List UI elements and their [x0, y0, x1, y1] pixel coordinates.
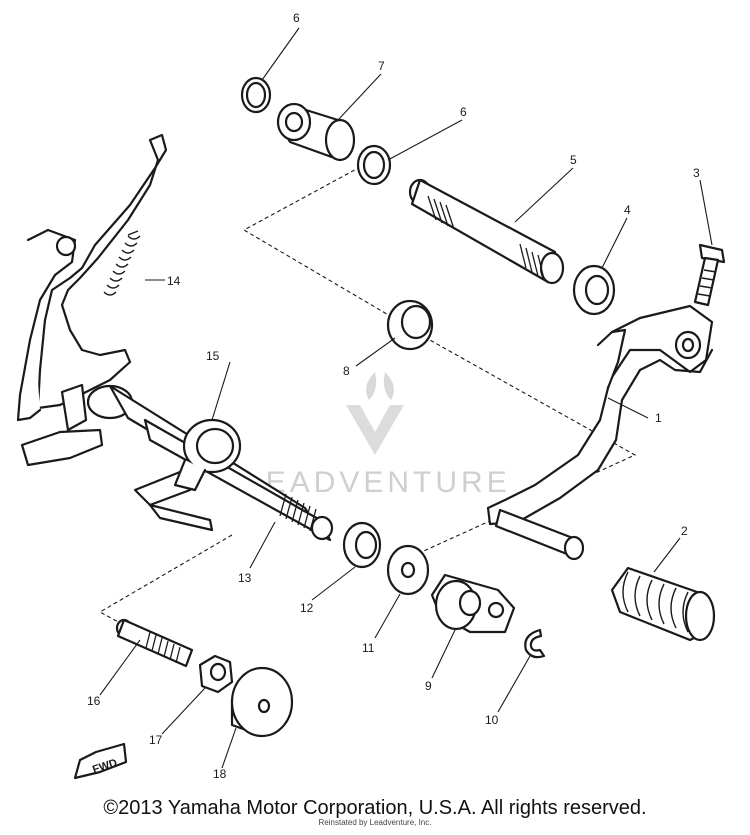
shift-pedal — [486, 304, 714, 561]
pedal-rubber — [610, 566, 716, 642]
return-spring — [103, 230, 141, 296]
credit-line: Reinstated by Leadventure, Inc. — [318, 818, 432, 827]
label-part-3: 3 — [693, 166, 700, 180]
forward-arrow: FWD — [73, 742, 128, 780]
pivot-shaft — [408, 178, 565, 285]
lock-nut — [198, 654, 234, 694]
washer-6-lower — [356, 144, 392, 186]
label-part-2: 2 — [681, 524, 688, 538]
label-part-17: 17 — [149, 733, 163, 747]
label-part-18: 18 — [213, 767, 227, 781]
label-part-4: 4 — [624, 203, 631, 217]
part-number-labels: 6 7 6 5 4 3 8 1 2 15 14 13 12 11 9 10 16… — [87, 11, 700, 781]
watermark: LEADVENTURE — [245, 372, 511, 499]
bushing — [386, 299, 434, 351]
shift-lever — [430, 573, 516, 634]
label-part-6-upper: 6 — [293, 11, 300, 25]
watermark-text: LEADVENTURE — [245, 466, 511, 499]
oil-seal — [572, 264, 616, 316]
shaft-collar — [173, 418, 242, 492]
assembly-guide-lines — [98, 159, 637, 651]
circlip — [524, 628, 546, 659]
shaft-seal — [342, 521, 382, 569]
shift-bracket — [16, 133, 168, 467]
leader-lines — [99, 27, 713, 769]
label-part-10: 10 — [485, 713, 499, 727]
adjuster-plate — [230, 666, 294, 738]
pinch-bolt — [693, 243, 726, 307]
shift-boss — [276, 102, 356, 162]
copyright-notice: ©2013 Yamaha Motor Corporation, U.S.A. A… — [103, 797, 647, 819]
label-part-6-lower: 6 — [460, 105, 467, 119]
plain-washer — [386, 544, 430, 596]
label-part-14: 14 — [167, 274, 181, 288]
label-part-1: 1 — [655, 411, 662, 425]
label-part-12: 12 — [300, 601, 314, 615]
label-part-11: 11 — [362, 641, 375, 655]
label-part-7: 7 — [378, 59, 385, 73]
label-part-5: 5 — [570, 153, 577, 167]
label-part-8: 8 — [343, 364, 350, 378]
label-part-15: 15 — [206, 349, 220, 363]
adjuster-pin — [115, 618, 194, 668]
washer-6-upper — [240, 76, 272, 114]
label-part-16: 16 — [87, 694, 101, 708]
label-part-9: 9 — [425, 679, 432, 693]
label-part-13: 13 — [238, 571, 252, 585]
